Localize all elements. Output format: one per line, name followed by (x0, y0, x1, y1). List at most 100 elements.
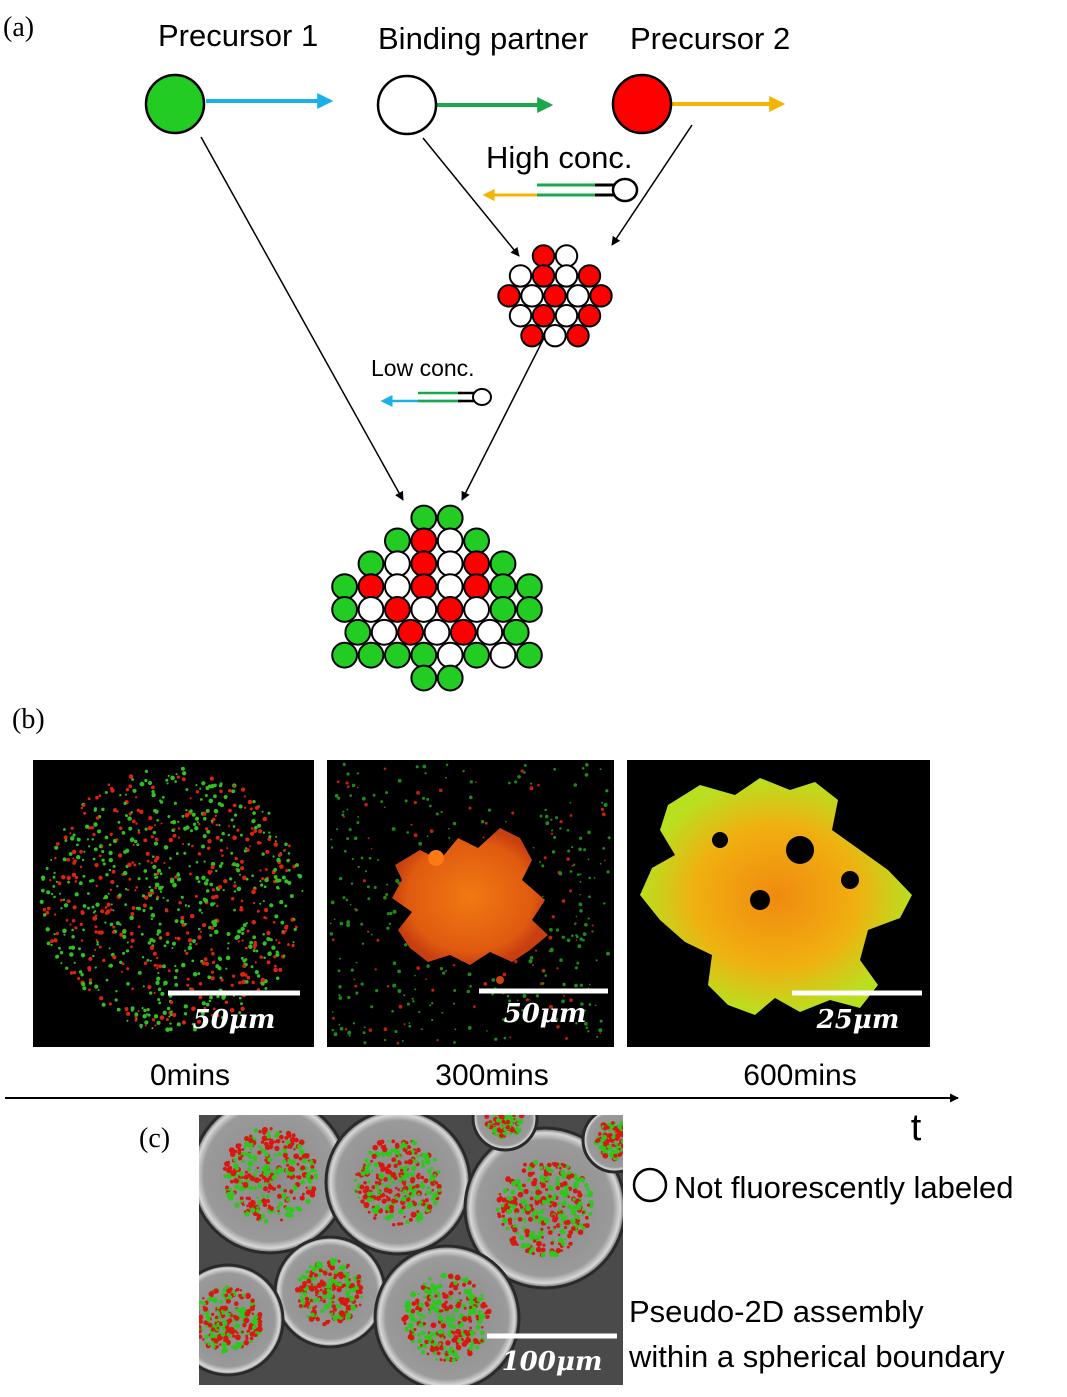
binding-partner-particle (384, 550, 411, 578)
time-axis-label: t (911, 1107, 922, 1149)
binding-partner-particle (436, 550, 464, 578)
precursor1-particle (384, 527, 411, 555)
precursor1-particle (384, 641, 411, 669)
precursor2-particle (566, 323, 590, 348)
binding-partner-circle (376, 74, 438, 136)
precursor2-particle (577, 264, 602, 288)
precursor1-particle (463, 641, 491, 669)
precursor2-particle (520, 323, 544, 348)
precursor2-particle (531, 304, 556, 328)
panel-label-a: (a) (3, 12, 34, 43)
binding-partner-particle (554, 264, 579, 288)
precursor1-particle (463, 527, 491, 555)
precursor1-particle (410, 504, 438, 532)
pseudo-2d-label-line1: Pseudo-2D assembly (629, 1294, 924, 1329)
precursor1-particle (357, 641, 385, 669)
binding-partner-particle (436, 573, 464, 600)
binding-partner-particle (357, 596, 385, 623)
precursor2-particle (450, 618, 477, 646)
binding-partner-particle (554, 304, 579, 328)
micrograph-600min: 25μm (627, 760, 930, 1047)
precursor1-particle (489, 550, 517, 578)
binding-partner-particle (370, 618, 398, 646)
precursor1-label: Precursor 1 (158, 18, 318, 53)
precursor1-particle (489, 596, 517, 623)
binding-partner-particle (508, 304, 533, 328)
precursor1-particle (436, 504, 464, 532)
precursor2-particle (543, 284, 567, 308)
precursor2-particle (497, 284, 521, 308)
precursor1-particle (410, 641, 438, 669)
binding-partner-particle (463, 596, 491, 623)
pseudo-2d-label-line2: within a spherical boundary (628, 1339, 1005, 1374)
assembly-600min (640, 778, 912, 1015)
binding-partner-particle (436, 641, 464, 669)
binding-partner-particle (489, 641, 517, 669)
micrograph-droplets: 100μm (199, 1115, 623, 1385)
micrograph-300min: 50μm (327, 760, 614, 1047)
precursor1-particle (344, 618, 372, 646)
binding-partner-particle (476, 618, 504, 646)
binding-partner-particle (423, 618, 451, 646)
binding-partner-particle (410, 596, 438, 623)
arrow-precursor2-to-small (611, 124, 693, 246)
low-conc-label: Low conc. (371, 355, 475, 381)
precursor2-particle (410, 550, 438, 578)
time-label-600min: 600mins (743, 1059, 856, 1092)
time-label-0min: 0mins (150, 1059, 230, 1092)
scale-label-0min: 50μm (193, 1005, 276, 1035)
precursor2-circle (611, 73, 673, 135)
arrow-small-to-large (461, 329, 549, 501)
precursor2-particle (436, 596, 464, 623)
precursor1-particle (331, 596, 359, 623)
precursor2-label: Precursor 2 (630, 21, 790, 56)
arrow-binding-to-small (422, 137, 520, 257)
binding-partner-particle (436, 527, 464, 555)
precursor2-particle (410, 527, 438, 555)
high-conc-label: High conc. (486, 140, 632, 175)
precursor2-particle (463, 550, 491, 578)
precursor1-particle (357, 550, 385, 578)
large-cluster (331, 504, 543, 692)
precursor1-particle (331, 641, 359, 669)
precursor1-particle (516, 641, 543, 669)
not-labeled-label: Not fluorescently labeled (674, 1170, 1013, 1205)
precursor2-particle (577, 304, 602, 328)
binding-partner-particle (520, 284, 544, 308)
precursor1-particle (502, 618, 530, 646)
precursor2-particle (589, 284, 613, 308)
micrograph-0min: 50μm (33, 760, 314, 1047)
precursor2-particle (357, 573, 385, 600)
precursor1-particle (516, 596, 543, 623)
scale-label-300min: 50μm (504, 999, 587, 1029)
binding-partner-particle (384, 573, 411, 600)
precursor1-particle (410, 664, 438, 692)
high-conc-hairpin (482, 177, 639, 203)
panel-label-b: (b) (12, 704, 45, 735)
scale-label-600min: 25μm (816, 1005, 900, 1035)
panel-label-c: (c) (139, 1123, 170, 1154)
binding-partner-label: Binding partner (378, 21, 588, 56)
precursor2-particle (463, 573, 491, 600)
precursor1-particle (516, 573, 543, 600)
low-conc-hairpin (380, 388, 492, 407)
unlabeled-legend-icon (632, 1167, 668, 1203)
precursor1-particle (331, 573, 359, 600)
precursor2-particle (531, 264, 556, 288)
precursor1-circle (144, 73, 206, 135)
binding-partner-particle (508, 264, 533, 288)
precursor2-particle (410, 573, 438, 600)
scale-label-droplets: 100μm (502, 1347, 603, 1377)
precursor2-particle (397, 618, 425, 646)
precursor1-particle (436, 664, 464, 692)
precursor1-particle (489, 573, 517, 600)
binding-partner-particle (566, 284, 590, 308)
precursor2-particle (384, 596, 411, 623)
precursor2-particle (531, 244, 556, 268)
time-label-300min: 300mins (435, 1059, 548, 1092)
small-cluster (497, 244, 613, 348)
arrow-precursor1-to-large (200, 136, 404, 501)
binding-partner-particle (554, 244, 579, 268)
binding-partner-particle (543, 323, 567, 348)
